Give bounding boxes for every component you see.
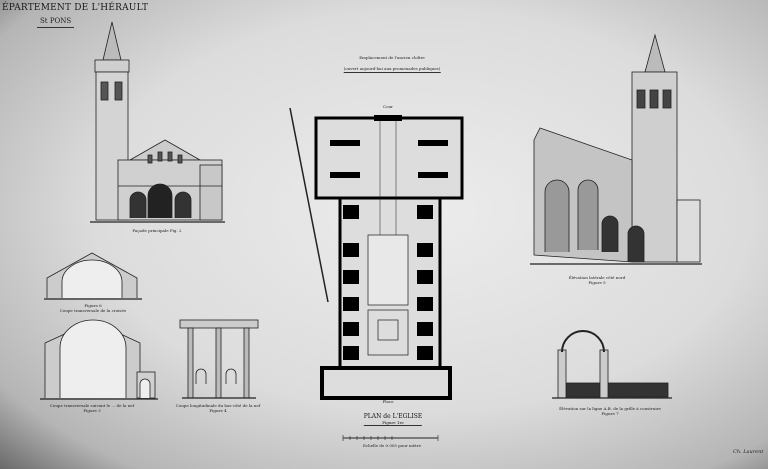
signature: Ch. Laurent xyxy=(733,449,764,455)
department-header: ÉPARTEMENT DE L'HÉRAULT xyxy=(2,3,149,13)
caption-grille-elevation: Élévation sur la ligne A.B. de la grille… xyxy=(559,406,661,416)
plan-bottom-label: Place xyxy=(382,399,394,404)
church-plan-drawing xyxy=(314,115,464,400)
caption-nave-section: Coupe transversale suivant le ... de la … xyxy=(49,403,135,413)
top-note-line1: Emplacement de l'ancien cloître xyxy=(359,55,425,60)
north-elevation-drawing xyxy=(530,33,702,265)
longitudinal-section-drawing xyxy=(179,319,259,399)
facade-drawing xyxy=(90,21,225,223)
town-header: St PONS xyxy=(37,17,75,28)
grille-line xyxy=(289,107,329,303)
plan-top-label: Cour xyxy=(383,104,393,109)
caption-facade: Façade principale Fig. 2 xyxy=(132,228,182,233)
scale-bar xyxy=(342,435,439,441)
caption-long-section: Coupe longitudinale du bas-côté de la ne… xyxy=(175,403,261,413)
grille-elevation-drawing xyxy=(552,330,672,399)
top-note-line2: (ouvert aujourd'hui aux promenades publi… xyxy=(343,66,441,73)
nave-section-drawing xyxy=(40,319,158,400)
scale-note: Echelle de 0.005 pour mètre xyxy=(363,443,421,448)
transept-section-drawing xyxy=(44,252,142,300)
